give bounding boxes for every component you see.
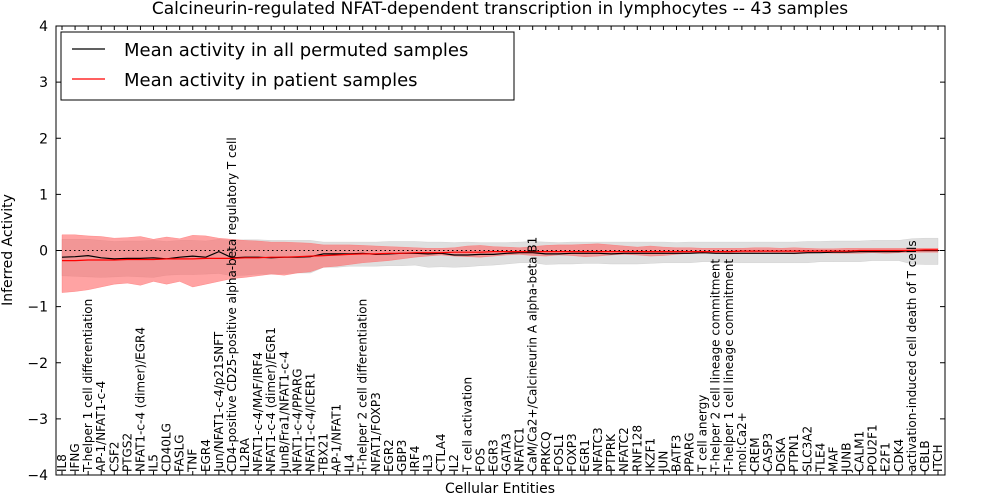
x-category-label: FASLG: [173, 434, 187, 472]
x-category-label: IL4: [343, 454, 357, 472]
x-category-label: GATA3: [500, 433, 514, 472]
x-category-label: FOS: [473, 448, 487, 472]
x-category-label: PTGS2: [120, 433, 134, 472]
series-line-permuted: [61, 249, 938, 260]
x-category-label: Jun/NFAT1-c-4/p21SNFT: [212, 331, 226, 473]
x-category-label: T-helper 2 cell lineage commitment: [709, 259, 723, 473]
legend-label-permuted: Mean activity in all permuted samples: [124, 40, 468, 61]
y-tick-label: −2: [27, 356, 48, 372]
x-category-label: POU2F1: [866, 424, 880, 472]
legend-box: [60, 31, 515, 101]
x-category-label: T-helper 1 cell differentiation: [81, 299, 95, 473]
x-category-label: NFAT1-c-4 (dimer)/EGR1: [264, 327, 278, 472]
x-category-label: IL2: [447, 454, 461, 472]
x-category-label: PRKCQ: [539, 431, 553, 472]
x-category-label: EGR1: [578, 439, 592, 472]
legend: Mean activity in all permuted samples Me…: [60, 31, 515, 101]
x-category-label: NFAT1-c-4/MAF/IRF4: [251, 352, 265, 472]
x-category-label: DGKA: [774, 437, 788, 472]
x-category-label: T-helper 1 cell lineage commitment: [722, 259, 736, 473]
x-category-label: CREM: [748, 437, 762, 472]
x-category-label: IL3: [421, 454, 435, 472]
x-category-label: AP-1/NFAT1-c-4: [94, 381, 108, 472]
x-category-label: T cell anergy: [696, 395, 710, 473]
x-category-label: IL2RA: [238, 437, 252, 472]
y-tick-label: 3: [39, 75, 48, 91]
x-category-label: NFAT1-c-4 (dimer)/EGR4: [133, 327, 147, 472]
x-category-label: PTPN1: [787, 434, 801, 472]
x-category-label: CD4-positive CD25-positive alpha-beta re…: [225, 137, 239, 472]
chart-title: Calcineurin-regulated NFAT-dependent tra…: [152, 0, 848, 19]
x-category-label: CALM1: [853, 431, 867, 472]
x-category-label: FOXP3: [565, 433, 579, 472]
x-category-label: EGR2: [382, 439, 396, 472]
patient-range-band: [61, 234, 939, 293]
x-category-label: IFNG: [68, 443, 82, 472]
plot-area: [56, 234, 945, 293]
x-category-label: ITCH: [931, 444, 945, 472]
x-category-label: JUNB: [840, 442, 854, 473]
x-category-label: NFAT1/FOXP3: [369, 392, 383, 472]
x-category-label: NFATC1: [513, 427, 527, 472]
x-category-label: EGR3: [487, 439, 501, 472]
x-category-label: CaM/Ca2+/Calcineurin A alpha-beta B1: [526, 237, 540, 472]
y-tick-label: 0: [39, 244, 48, 260]
x-category-label: GBP3: [395, 440, 409, 472]
x-category-label: T cell activation: [460, 377, 474, 473]
x-category-label: PTPRK: [604, 433, 618, 472]
legend-label-patient: Mean activity in patient samples: [124, 70, 418, 91]
y-tick-label: 1: [39, 187, 48, 203]
x-category-label: CSF2: [107, 441, 121, 472]
x-category-label: BATF3: [670, 435, 684, 472]
x-category-label: IL8: [55, 454, 69, 472]
y-axis-label: Inferred Activity: [0, 194, 16, 306]
x-category-label: CTLA4: [434, 434, 448, 473]
y-tick-label: −1: [27, 300, 48, 316]
x-category-label: T-helper 2 cell differentiation: [356, 299, 370, 473]
y-tick-label: −4: [27, 468, 48, 484]
x-category-label: activation-induced cell death of T cells: [905, 240, 919, 472]
x-category-label: TNF: [186, 449, 200, 473]
x-category-label: EGR4: [199, 439, 213, 472]
x-category-label: IRF4: [408, 446, 422, 472]
y-tick-label: 4: [39, 19, 48, 35]
x-axis-label: Cellular Entities: [445, 481, 555, 497]
x-category-label: TLE4: [813, 443, 827, 473]
y-tick-label: −3: [27, 412, 48, 428]
x-category-label: CBLB: [918, 440, 932, 472]
x-category-label: IL5: [147, 454, 161, 472]
x-category-label: NFATC2: [617, 427, 631, 472]
x-category-label: E2F1: [879, 442, 893, 472]
x-category-label: CDK4: [892, 439, 906, 472]
x-category-label: AP-1/NFAT1: [330, 404, 344, 472]
x-category-label: NFAT1-c-4/PPARG: [290, 368, 304, 472]
series-line-patient: [62, 249, 938, 262]
y-axis: −4 −3 −2 −1 0 1 2 3 4: [27, 19, 945, 484]
x-category-label: NFAT1-c-4/ICER1: [303, 373, 317, 472]
y-tick-label: 2: [39, 131, 48, 147]
x-category-label: SLC3A2: [800, 426, 814, 472]
x-category-label: NFATC3: [591, 427, 605, 472]
x-category-label: RNF128: [630, 425, 644, 472]
x-category-label: CD40LG: [160, 423, 174, 472]
x-category-label: MAF: [826, 446, 840, 472]
x-category-label: CASP3: [761, 433, 775, 472]
x-category-label: TBX21: [317, 433, 331, 473]
x-category-label: JUN: [656, 451, 670, 473]
x-category-label: FOSL1: [552, 434, 566, 472]
x-category-label: IKZF1: [643, 438, 657, 472]
x-category-label: JunB/Fra1/NFAT1-c-4: [277, 351, 291, 473]
x-category-label: mol:Ca2+: [735, 412, 749, 472]
x-category-label: PPARG: [683, 432, 697, 472]
